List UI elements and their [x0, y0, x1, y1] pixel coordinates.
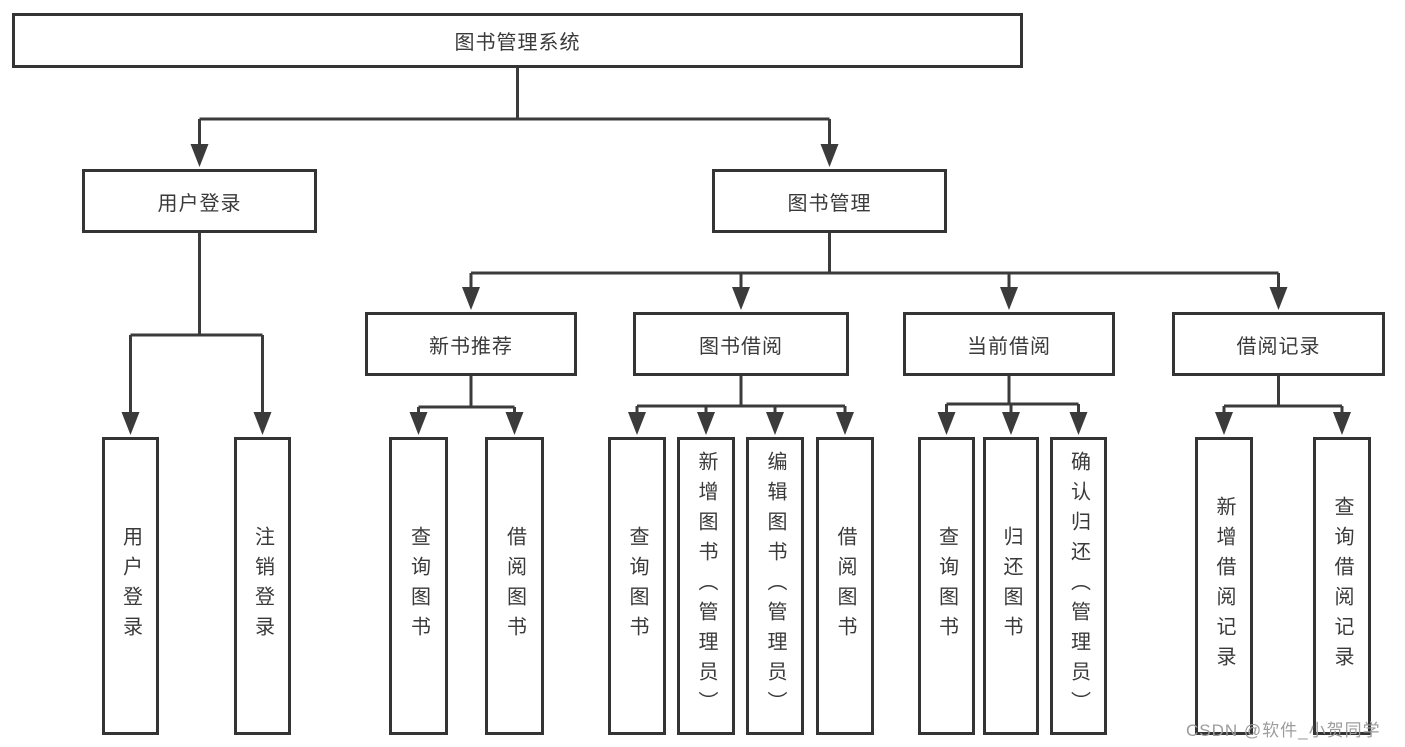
- node-label: 新增图书（管理员）: [695, 451, 717, 721]
- node-label: 查询图书: [626, 526, 648, 646]
- node-root-system: 图书管理系统: [12, 13, 1023, 68]
- csdn-watermark: CSDN @软件_小贺同学: [1186, 721, 1381, 740]
- node-label: 确认归还（管理员）: [1067, 451, 1090, 721]
- node-label: 图书管理: [787, 192, 872, 215]
- leaf-borrow-books-recommend: 借阅图书: [485, 437, 544, 735]
- node-label: 归还图书: [1000, 526, 1022, 646]
- node-label: 编辑图书（管理员）: [764, 451, 786, 721]
- node-borrow-record: 借阅记录: [1172, 312, 1385, 376]
- node-label: 查询借阅记录: [1331, 496, 1353, 676]
- node-label: 借阅图书: [503, 526, 526, 646]
- node-label: 查询图书: [407, 526, 430, 646]
- leaf-add-borrow-record: 新增借阅记录: [1195, 437, 1253, 735]
- leaf-query-books-current: 查询图书: [918, 437, 975, 735]
- node-new-book-recommend: 新书推荐: [365, 312, 577, 376]
- node-current-borrow: 当前借阅: [903, 312, 1115, 376]
- node-label: 查询图书: [935, 526, 958, 646]
- node-label: 注销登录: [251, 526, 274, 646]
- node-book-borrow: 图书借阅: [633, 312, 849, 376]
- leaf-add-books-admin: 新增图书（管理员）: [677, 437, 735, 735]
- leaf-return-books: 归还图书: [983, 437, 1039, 735]
- node-label: 用户登录: [157, 192, 242, 215]
- node-label: 当前借阅: [967, 335, 1051, 358]
- leaf-confirm-return-admin: 确认归还（管理员）: [1050, 437, 1107, 735]
- leaf-query-books-recommend: 查询图书: [389, 437, 448, 735]
- node-label: 借阅图书: [834, 526, 856, 646]
- node-label: 图书借阅: [699, 335, 783, 358]
- node-label: 借阅记录: [1236, 335, 1321, 358]
- leaf-user-login: 用户登录: [102, 437, 159, 735]
- leaf-query-borrow-record: 查询借阅记录: [1313, 437, 1371, 735]
- node-label: 新增借阅记录: [1213, 496, 1235, 676]
- leaf-edit-books-admin: 编辑图书（管理员）: [746, 437, 804, 735]
- node-user-login: 用户登录: [82, 169, 317, 233]
- node-label: 用户登录: [119, 526, 142, 646]
- leaf-logout: 注销登录: [234, 437, 291, 735]
- node-label: 图书管理系统: [454, 32, 581, 54]
- leaf-query-books-borrow: 查询图书: [608, 437, 666, 735]
- leaf-borrow-books: 借阅图书: [816, 437, 874, 735]
- node-label: 新书推荐: [429, 335, 513, 358]
- node-book-management: 图书管理: [712, 169, 947, 233]
